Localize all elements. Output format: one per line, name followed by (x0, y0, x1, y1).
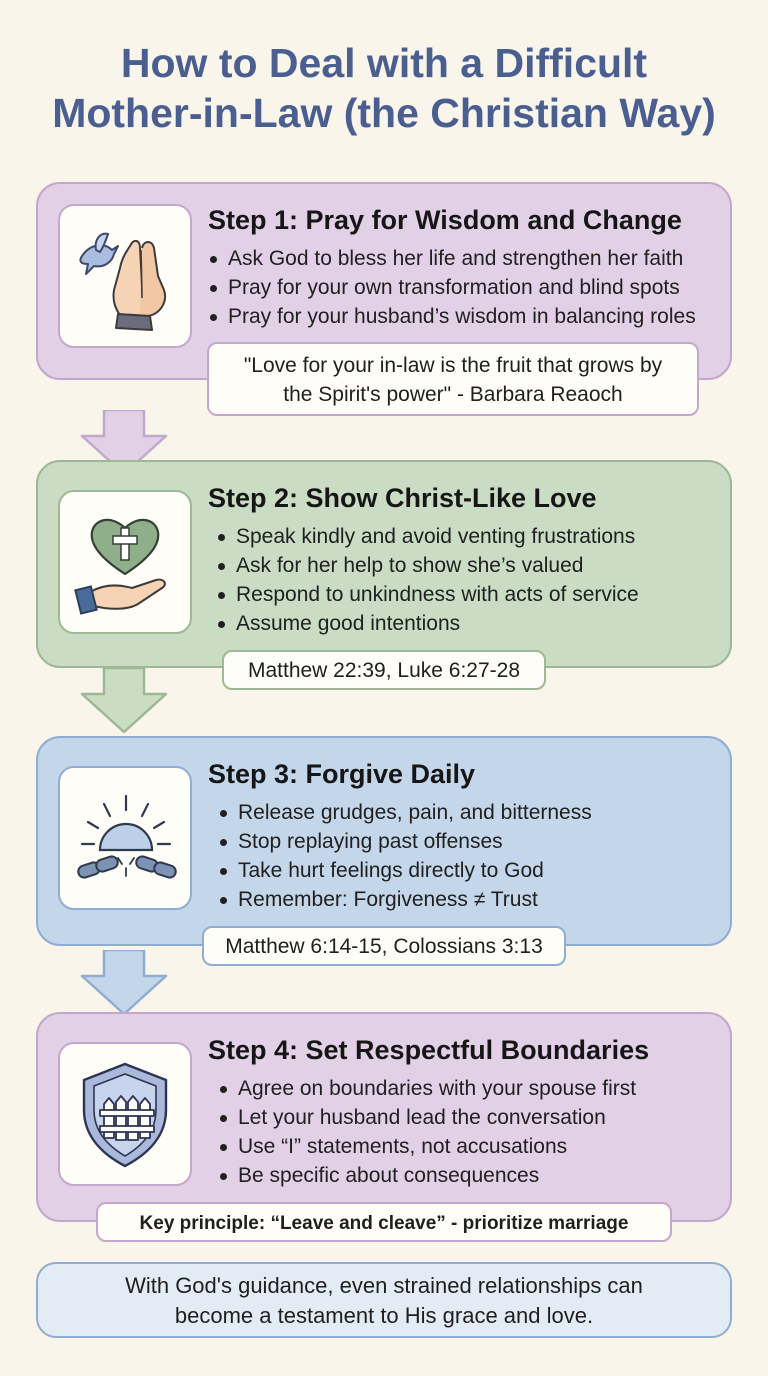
closing-message-line-2: become a testament to His grace and love… (174, 1303, 594, 1328)
step-4-title: Step 4: Set Respectful Boundaries (208, 1035, 650, 1065)
step-4-bullet: Use “I” statements, not accusations (218, 1132, 636, 1161)
step-2-reference: Matthew 22:39, Luke 6:27-28 (222, 650, 546, 690)
step-1-bullet: Pray for your own transformation and bli… (208, 273, 696, 302)
step-3-bullet-list: Release grudges, pain, and bitterness St… (218, 798, 592, 914)
step-1-bullet-list: Ask God to bless her life and strengthen… (208, 244, 696, 331)
step-2-icon-box (58, 490, 192, 634)
praying-hands-dove-icon (79, 232, 166, 331)
step-1-quote-line-1: "Love for your in-law is the fruit that … (243, 354, 663, 377)
step-1-bullet: Ask God to bless her life and strengthen… (208, 244, 696, 273)
step-3-bullet: Stop replaying past offenses (218, 827, 592, 856)
step-4-bullet-list: Agree on boundaries with your spouse fir… (218, 1074, 636, 1190)
step-2-bullet: Speak kindly and avoid venting frustrati… (216, 522, 639, 551)
page-title-line-1: How to Deal with a Difficult (120, 40, 648, 86)
step-2-bullet: Assume good intentions (216, 609, 639, 638)
closing-message-line-1: With God's guidance, even strained relat… (125, 1273, 643, 1298)
step-3-card: Step 3: Forgive Daily Release grudges, p… (36, 736, 732, 946)
step-2-card: Step 2: Show Christ-Like Love Speak kind… (36, 460, 732, 668)
step-3-bullet: Remember: Forgiveness ≠ Trust (218, 885, 592, 914)
shield-fence-icon (82, 1062, 168, 1168)
page-title: How to Deal with a Difficult Mother-in-L… (0, 38, 768, 138)
arrow-step2-to-step3 (80, 668, 168, 734)
step-1-quote-line-2: the Spirit's power" - Barbara Reaoch (283, 383, 623, 406)
closing-message: With God's guidance, even strained relat… (36, 1262, 732, 1338)
step-4-bullet: Let your husband lead the conversation (218, 1103, 636, 1132)
broken-chain-sunrise-icon (77, 794, 177, 879)
step-4-icon-box (58, 1042, 192, 1186)
step-2-bullet: Ask for her help to show she’s valued (216, 551, 639, 580)
step-3-bullet: Take hurt feelings directly to God (218, 856, 592, 885)
arrow-step1-to-step2 (80, 410, 168, 476)
step-4-key-principle: Key principle: “Leave and cleave” - prio… (96, 1202, 672, 1242)
step-1-icon-box (58, 204, 192, 348)
step-2-title: Step 2: Show Christ-Like Love (208, 483, 597, 513)
step-2-bullet-list: Speak kindly and avoid venting frustrati… (216, 522, 639, 638)
step-4-card: Step 4: Set Respectful Boundaries Agree … (36, 1012, 732, 1222)
step-4-bullet: Agree on boundaries with your spouse fir… (218, 1074, 636, 1103)
step-1-title: Step 1: Pray for Wisdom and Change (208, 205, 682, 235)
step-3-reference: Matthew 6:14-15, Colossians 3:13 (202, 926, 566, 966)
step-4-bullet: Be specific about consequences (218, 1161, 636, 1190)
step-1-bullet: Pray for your husband’s wisdom in balanc… (208, 302, 696, 331)
step-2-bullet: Respond to unkindness with acts of servi… (216, 580, 639, 609)
step-3-title: Step 3: Forgive Daily (208, 759, 476, 789)
step-3-bullet: Release grudges, pain, and bitterness (218, 798, 592, 827)
page-title-line-2: Mother-in-Law (the Christian Way) (52, 90, 716, 136)
step-1-quote: "Love for your in-law is the fruit that … (207, 342, 699, 416)
arrow-step3-to-step4 (80, 950, 168, 1016)
step-3-icon-box (58, 766, 192, 910)
heart-cross-hand-icon (74, 518, 166, 615)
